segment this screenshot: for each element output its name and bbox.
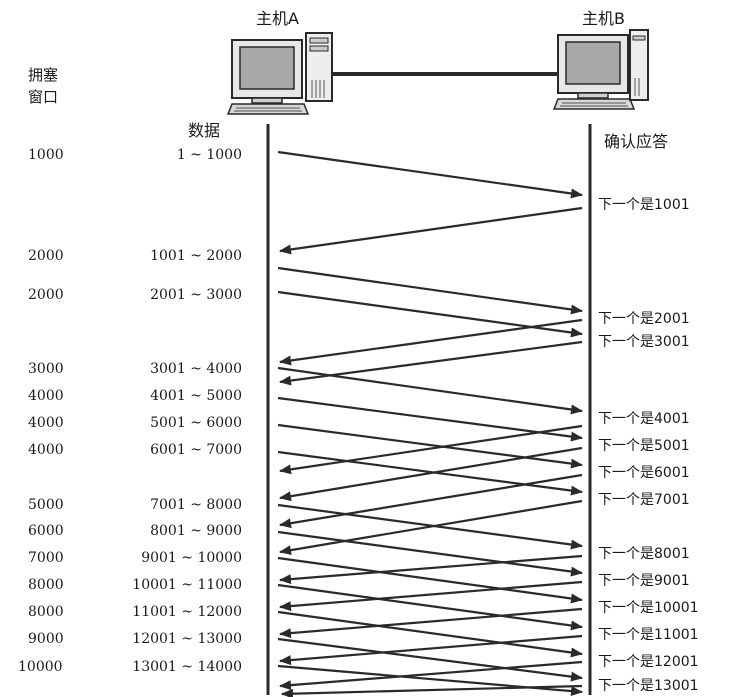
data-arrow (277, 266, 583, 315)
ack-label: 下一个是10001 (598, 600, 699, 616)
data-arrow (277, 423, 583, 469)
computer-icon (552, 29, 649, 110)
ack-arrow (279, 634, 583, 666)
data-arrow (277, 503, 583, 550)
ack-label: 下一个是8001 (598, 546, 690, 562)
data-range: 11001 ~ 12000 (132, 604, 242, 620)
window-value: 1000 (28, 147, 64, 163)
ack-label: 下一个是2001 (598, 311, 690, 327)
computer-icon (226, 32, 333, 115)
ack-label: 下一个是9001 (598, 573, 690, 589)
ack-label: 下一个是11001 (598, 627, 699, 643)
data-range: 6001 ~ 7000 (150, 442, 242, 458)
ack-arrow (279, 424, 583, 475)
ack-label: 下一个是4001 (598, 411, 690, 427)
window-value: 4000 (28, 388, 64, 404)
data-arrow (277, 556, 583, 604)
data-range: 13001 ~ 14000 (132, 659, 242, 675)
ack-label: 下一个是7001 (598, 492, 690, 508)
ack-label: 下一个是3001 (598, 334, 690, 350)
data-range: 9001 ~ 10000 (141, 550, 242, 566)
data-range: 4001 ~ 5000 (150, 388, 242, 404)
window-value: 5000 (28, 497, 64, 513)
congestion-window-header-line2: 窗口 (28, 88, 59, 106)
data-range: 1 ~ 1000 (176, 147, 242, 163)
data-arrow (277, 610, 583, 658)
window-value: 2000 (28, 287, 64, 303)
data-range: 2001 ~ 3000 (150, 287, 242, 303)
data-range: 12001 ~ 13000 (132, 631, 242, 647)
ack-arrow (279, 340, 583, 386)
window-value: 4000 (28, 415, 64, 431)
window-value: 9000 (28, 631, 64, 647)
data-range: 3001 ~ 4000 (150, 361, 242, 377)
data-arrow (277, 150, 583, 199)
ack-header: 确认应答 (604, 132, 669, 151)
window-value: 6000 (28, 523, 64, 539)
window-value: 4000 (28, 442, 64, 458)
data-arrow (277, 583, 583, 631)
host-b-label: 主机B (582, 9, 625, 28)
ack-label: 下一个是5001 (598, 438, 690, 454)
data-arrow (277, 530, 583, 577)
window-value: 2000 (28, 248, 64, 264)
host-a-label: 主机A (256, 9, 299, 28)
data-arrow (277, 290, 583, 338)
window-value: 8000 (28, 577, 64, 593)
window-value: 7000 (28, 550, 64, 566)
congestion-window-header-line1: 拥塞 (28, 66, 59, 84)
data-range: 5001 ~ 6000 (150, 415, 242, 431)
ack-arrow (279, 446, 583, 502)
data-range: 1001 ~ 2000 (150, 248, 242, 264)
data-range: 8001 ~ 9000 (150, 523, 242, 539)
ack-arrow (279, 499, 583, 556)
ack-arrow (279, 580, 583, 612)
ack-arrow (279, 607, 583, 639)
data-arrow (277, 450, 583, 496)
congestion-window-header: 拥塞 窗口 (28, 64, 68, 108)
data-range: 7001 ~ 8000 (150, 497, 242, 513)
window-value: 8000 (28, 604, 64, 620)
ack-arrow (279, 554, 583, 585)
ack-label: 下一个是13001 (598, 678, 699, 694)
ack-arrow (279, 318, 583, 366)
data-header: 数据 (188, 121, 221, 140)
ack-arrow (279, 473, 583, 529)
data-range: 10001 ~ 11000 (132, 577, 242, 593)
data-arrow (277, 637, 583, 682)
ack-label: 下一个是12001 (598, 654, 699, 670)
ack-label: 下一个是1001 (598, 197, 690, 213)
ack-arrow (281, 684, 583, 697)
ack-label: 下一个是6001 (598, 465, 690, 481)
window-value: 10000 (18, 659, 63, 675)
window-value: 3000 (28, 361, 64, 377)
ack-arrow (279, 660, 583, 691)
data-arrow (277, 396, 583, 442)
ack-arrow (279, 206, 583, 255)
